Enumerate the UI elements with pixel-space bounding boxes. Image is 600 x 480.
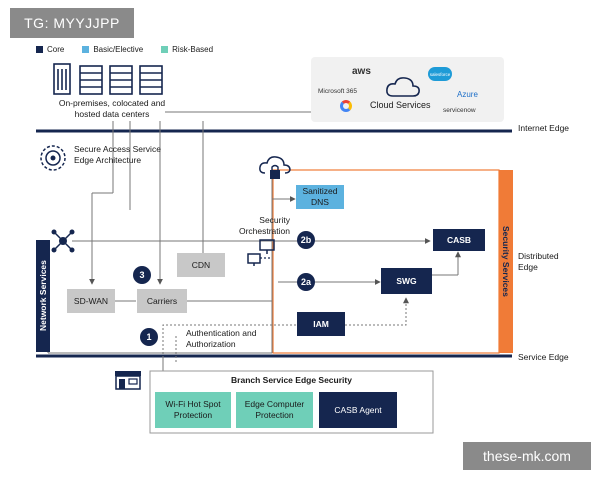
- sase-target-icon: [40, 145, 66, 171]
- sase-label: Secure Access Service Edge Architecture: [74, 144, 161, 165]
- legend: Core Basic/Elective Risk-Based: [36, 45, 213, 54]
- network-services-label: Network Services: [36, 240, 50, 352]
- legend-item-risk: Risk-Based: [161, 45, 213, 54]
- service-edge-label: Service Edge: [518, 352, 569, 362]
- badge-1: 1: [140, 328, 158, 346]
- gcp-logo-icon: [340, 100, 352, 112]
- sdwan-box: SD-WAN: [67, 289, 115, 313]
- iam-box: IAM: [297, 312, 345, 336]
- watermark-bottom: these-mk.com: [463, 442, 591, 470]
- edge-computer-protection-box: Edge Computer Protection: [236, 392, 313, 428]
- cloud-services-label: Cloud Services: [370, 100, 431, 110]
- authentication-label: Authentication and Authorization: [186, 328, 257, 349]
- datacenter-icon: [53, 63, 163, 95]
- swg-box: SWG: [381, 268, 432, 294]
- cloud-icon: [386, 77, 420, 97]
- orchestration-icon: [247, 239, 275, 266]
- legend-label: Risk-Based: [172, 45, 214, 54]
- badge-2b: 2b: [297, 231, 315, 249]
- network-hub-icon: [51, 229, 75, 253]
- casb-agent-box: CASB Agent: [319, 392, 397, 428]
- legend-item-basic: Basic/Elective: [82, 45, 143, 54]
- sanitized-dns-box: Sanitized DNS: [296, 185, 344, 209]
- azure-logo: Azure: [457, 90, 478, 99]
- legend-label: Core: [47, 45, 65, 54]
- aws-logo: aws: [352, 66, 371, 77]
- microsoft-365-logo: Microsoft 365: [318, 88, 358, 95]
- legend-swatch-basic: [82, 46, 90, 53]
- branch-store-icon: [115, 371, 141, 390]
- internet-edge-label: Internet Edge: [518, 123, 570, 133]
- datacenters-label: On-premises, colocated and hosted data c…: [58, 98, 166, 119]
- branch-title: Branch Service Edge Security: [231, 375, 352, 385]
- salesforce-logo: salesforce: [428, 67, 452, 81]
- servicenow-logo: servicenow: [443, 107, 476, 114]
- distributed-edge-label: Distributed Edge: [518, 251, 559, 272]
- security-services-label: Security Services: [499, 170, 513, 353]
- legend-item-core: Core: [36, 45, 64, 54]
- security-orchestration-label: Security Orchestration: [238, 215, 290, 236]
- carriers-box: Carriers: [137, 289, 187, 313]
- cdn-box: CDN: [177, 253, 225, 277]
- badge-3: 3: [133, 266, 151, 284]
- badge-2a: 2a: [297, 273, 315, 291]
- legend-label: Basic/Elective: [93, 45, 144, 54]
- casb-box: CASB: [433, 229, 485, 251]
- legend-swatch-risk: [161, 46, 169, 53]
- cloud-lock-icon: [259, 156, 291, 179]
- wifi-protection-box: Wi-Fi Hot Spot Protection: [155, 392, 231, 428]
- watermark-top: TG: MYYJJPP: [10, 8, 134, 38]
- legend-swatch-core: [36, 46, 43, 53]
